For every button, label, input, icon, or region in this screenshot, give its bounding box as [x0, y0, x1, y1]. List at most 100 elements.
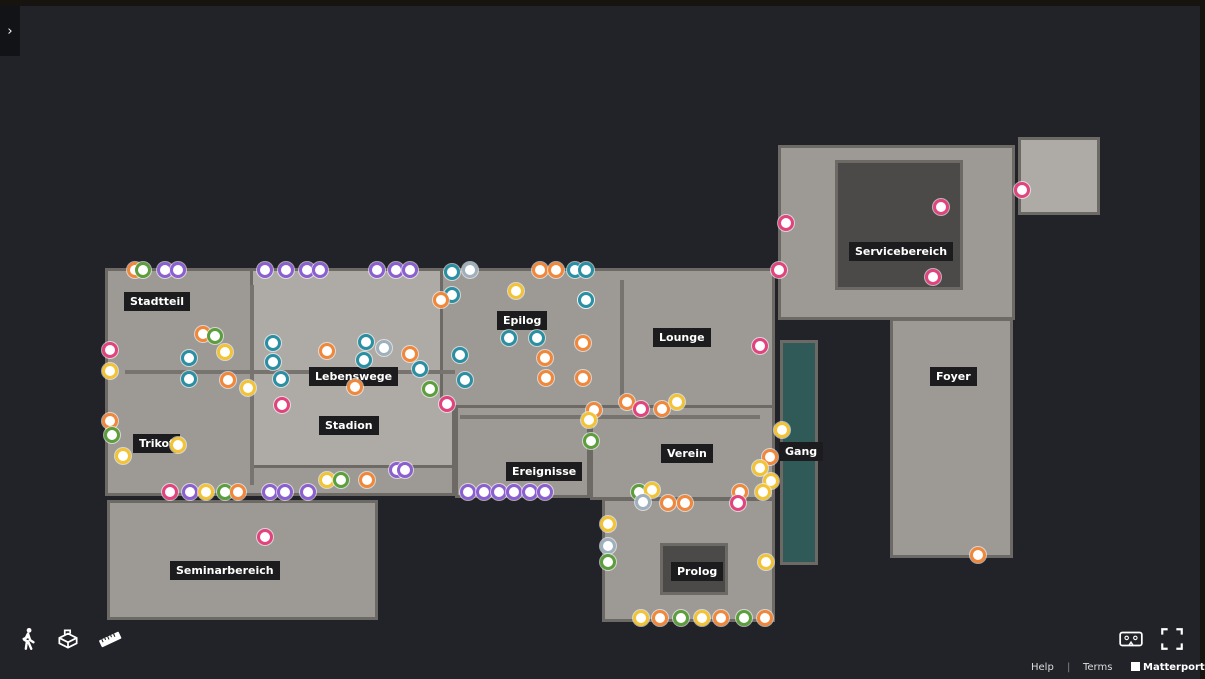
- room-label-gang[interactable]: Gang: [779, 442, 824, 461]
- mattertag-pin-green[interactable]: [207, 328, 223, 344]
- fullscreen-icon[interactable]: [1159, 626, 1185, 652]
- mattertag-pin-teal[interactable]: [265, 335, 281, 351]
- mattertag-pin-pink[interactable]: [752, 338, 768, 354]
- mattertag-pin-yellow[interactable]: [633, 610, 649, 626]
- mattertag-pin-green[interactable]: [736, 610, 752, 626]
- mattertag-pin-orange[interactable]: [538, 370, 554, 386]
- terms-link[interactable]: Terms: [1083, 662, 1113, 673]
- mattertag-pin-yellow[interactable]: [198, 484, 214, 500]
- mattertag-pin-pink[interactable]: [633, 401, 649, 417]
- mattertag-pin-purple[interactable]: [312, 262, 328, 278]
- mattertag-pin-orange[interactable]: [220, 372, 236, 388]
- mattertag-pin-purple[interactable]: [491, 484, 507, 500]
- mattertag-pin-pink[interactable]: [771, 262, 787, 278]
- mattertag-pin-purple[interactable]: [397, 462, 413, 478]
- mattertag-pin-green[interactable]: [135, 262, 151, 278]
- mattertag-pin-orange[interactable]: [660, 495, 676, 511]
- mattertag-pin-purple[interactable]: [460, 484, 476, 500]
- mattertag-pin-yellow[interactable]: [644, 482, 660, 498]
- mattertag-pin-purple[interactable]: [369, 262, 385, 278]
- mattertag-pin-teal[interactable]: [356, 352, 372, 368]
- mattertag-pin-pink[interactable]: [778, 215, 794, 231]
- mattertag-pin-orange[interactable]: [402, 346, 418, 362]
- mattertag-pin-orange[interactable]: [433, 292, 449, 308]
- mattertag-pin-green[interactable]: [583, 433, 599, 449]
- mattertag-pin-yellow[interactable]: [581, 412, 597, 428]
- mattertag-pin-pink[interactable]: [925, 269, 941, 285]
- mattertag-pin-orange[interactable]: [537, 350, 553, 366]
- room-label-seminarbereich[interactable]: Seminarbereich: [170, 561, 280, 580]
- mattertag-pin-yellow[interactable]: [694, 610, 710, 626]
- mattertag-pin-pink[interactable]: [257, 529, 273, 545]
- mattertag-pin-teal[interactable]: [181, 350, 197, 366]
- mattertag-pin-orange[interactable]: [757, 610, 773, 626]
- mattertag-pin-orange[interactable]: [575, 335, 591, 351]
- mattertag-pin-purple[interactable]: [257, 262, 273, 278]
- sidebar-toggle-button[interactable]: ›: [0, 6, 20, 56]
- room-label-lounge[interactable]: Lounge: [653, 328, 711, 347]
- mattertag-pin-yellow[interactable]: [508, 283, 524, 299]
- mattertag-pin-teal[interactable]: [265, 354, 281, 370]
- mattertag-pin-yellow[interactable]: [170, 437, 186, 453]
- mattertag-pin-teal[interactable]: [457, 372, 473, 388]
- mattertag-pin-green[interactable]: [673, 610, 689, 626]
- mattertag-pin-teal[interactable]: [412, 361, 428, 377]
- mattertag-pin-purple[interactable]: [182, 484, 198, 500]
- mattertag-pin-pink[interactable]: [730, 495, 746, 511]
- matterport-logo-link[interactable]: Matterport: [1131, 662, 1205, 673]
- mattertag-pin-teal[interactable]: [444, 264, 460, 280]
- mattertag-pin-purple[interactable]: [300, 484, 316, 500]
- mattertag-pin-yellow[interactable]: [774, 422, 790, 438]
- mattertag-pin-teal[interactable]: [501, 330, 517, 346]
- room-label-ereignisse[interactable]: Ereignisse: [506, 462, 583, 481]
- room-label-verein[interactable]: Verein: [661, 444, 713, 463]
- mattertag-pin-teal[interactable]: [452, 347, 468, 363]
- vr-headset-icon[interactable]: [1118, 626, 1144, 652]
- measure-icon[interactable]: [97, 626, 123, 652]
- walk-icon[interactable]: [15, 626, 41, 652]
- mattertag-pin-pink[interactable]: [102, 342, 118, 358]
- mattertag-pin-grey[interactable]: [376, 340, 392, 356]
- mattertag-pin-green[interactable]: [600, 554, 616, 570]
- mattertag-pin-purple[interactable]: [537, 484, 553, 500]
- mattertag-pin-teal[interactable]: [358, 334, 374, 350]
- mattertag-pin-orange[interactable]: [347, 379, 363, 395]
- mattertag-pin-pink[interactable]: [439, 396, 455, 412]
- mattertag-pin-green[interactable]: [422, 381, 438, 397]
- mattertag-pin-orange[interactable]: [230, 484, 246, 500]
- mattertag-pin-yellow[interactable]: [102, 363, 118, 379]
- help-link[interactable]: Help: [1031, 662, 1054, 673]
- mattertag-pin-orange[interactable]: [652, 610, 668, 626]
- mattertag-pin-orange[interactable]: [548, 262, 564, 278]
- mattertag-pin-purple[interactable]: [506, 484, 522, 500]
- mattertag-pin-teal[interactable]: [578, 262, 594, 278]
- mattertag-pin-yellow[interactable]: [240, 380, 256, 396]
- mattertag-pin-yellow[interactable]: [669, 394, 685, 410]
- mattertag-pin-orange[interactable]: [319, 343, 335, 359]
- mattertag-pin-purple[interactable]: [402, 262, 418, 278]
- room-label-servicebereich[interactable]: Servicebereich: [849, 242, 954, 261]
- mattertag-pin-purple[interactable]: [262, 484, 278, 500]
- mattertag-pin-yellow[interactable]: [115, 448, 131, 464]
- mattertag-pin-orange[interactable]: [762, 449, 778, 465]
- mattertag-pin-purple[interactable]: [170, 262, 186, 278]
- mattertag-pin-orange[interactable]: [677, 495, 693, 511]
- mattertag-pin-teal[interactable]: [529, 330, 545, 346]
- room-label-stadion[interactable]: Stadion: [319, 416, 379, 435]
- mattertag-pin-orange[interactable]: [619, 394, 635, 410]
- mattertag-pin-grey[interactable]: [635, 494, 651, 510]
- mattertag-pin-grey[interactable]: [600, 538, 616, 554]
- mattertag-pin-grey[interactable]: [462, 262, 478, 278]
- dollhouse-icon[interactable]: [55, 626, 81, 652]
- mattertag-pin-pink[interactable]: [162, 484, 178, 500]
- mattertag-pin-purple[interactable]: [277, 484, 293, 500]
- mattertag-pin-orange[interactable]: [970, 547, 986, 563]
- mattertag-pin-teal[interactable]: [273, 371, 289, 387]
- room-label-trikot[interactable]: Trikot: [133, 434, 181, 453]
- mattertag-pin-purple[interactable]: [476, 484, 492, 500]
- mattertag-pin-pink[interactable]: [1014, 182, 1030, 198]
- room-label-epilog[interactable]: Epilog: [497, 311, 548, 330]
- mattertag-pin-orange[interactable]: [654, 401, 670, 417]
- mattertag-pin-purple[interactable]: [278, 262, 294, 278]
- mattertag-pin-teal[interactable]: [578, 292, 594, 308]
